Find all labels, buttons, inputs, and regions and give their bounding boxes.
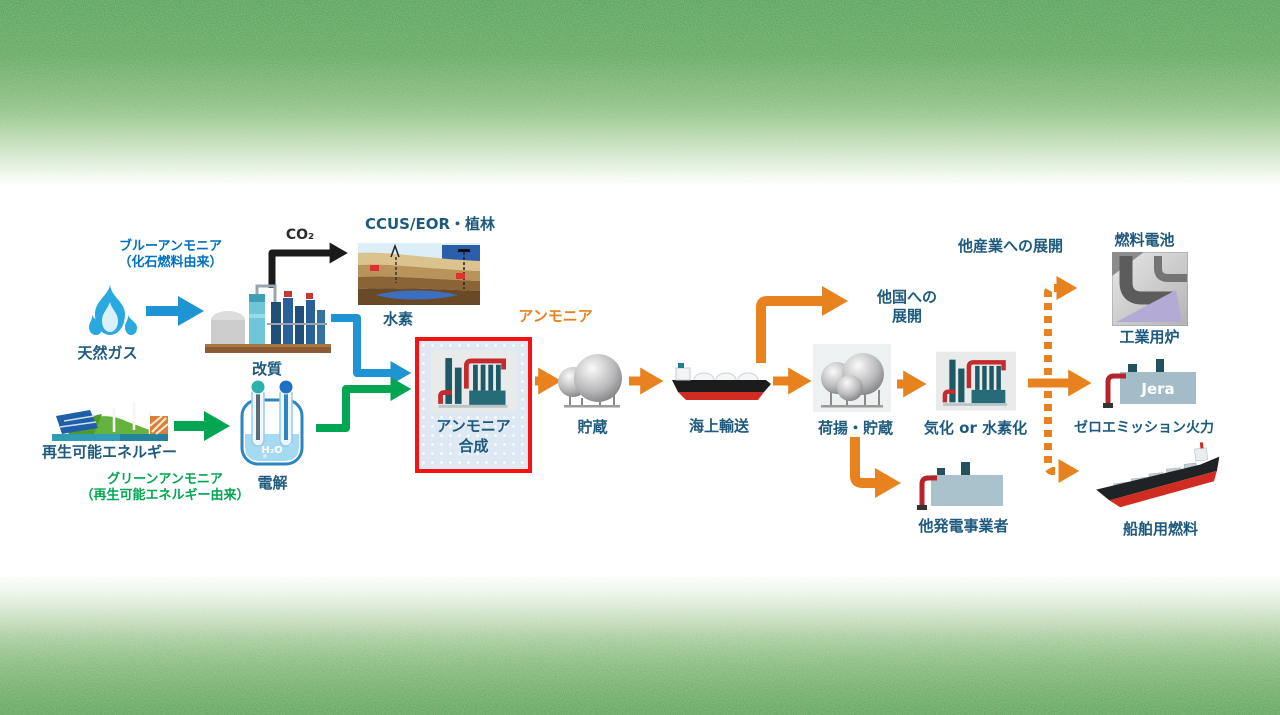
ammonia-label: アンモニア [518, 307, 593, 325]
renewable-energy-icon [52, 391, 169, 441]
ammonia-carrier-ship-icon [672, 363, 771, 400]
dotted-arrow-to-marine-fuel [1044, 391, 1080, 483]
ammonia-synthesis-label: アンモニア 合成 [436, 417, 511, 455]
storage-label: 貯蔵 [577, 418, 608, 436]
grass-band-top [0, 0, 1280, 185]
fuel-ship-drawing [1096, 442, 1220, 508]
reforming-plant-icon [205, 284, 331, 353]
reforming-label: 改質 [251, 360, 282, 378]
industrial-furnace-label: 工業用炉 [1119, 328, 1180, 346]
regasification-plant-icon [936, 351, 1016, 411]
renewable-energy-label: 再生可能エネルギー [41, 443, 177, 461]
other-countries-label: 他国への 展開 [876, 288, 937, 325]
h2o-text: H₂O [261, 445, 282, 456]
jera-logo-text: Jera [1140, 380, 1174, 398]
natural-gas-label: 天然ガス [77, 344, 138, 362]
green-ammonia-caption: グリーンアンモニア （再生可能エネルギー由来） [80, 472, 250, 503]
unloading-storage-tanks-icon [813, 344, 891, 412]
other-industries-label: 他産業への展開 [957, 237, 1063, 255]
co2-label: CO₂ [285, 227, 315, 243]
arrow-branch-other-power-producers [850, 437, 901, 498]
industrial-furnace-image [1112, 252, 1188, 326]
electrolysis-icon: H₂O [240, 379, 304, 466]
blue-ammonia-caption: ブルーアンモニア （化石燃料由来） [118, 239, 223, 270]
jera-power-plant-icon: Jera [1103, 359, 1196, 408]
dotted-arrow-to-other-industries [1044, 276, 1078, 375]
unloading-storage-label: 荷揚・貯蔵 [817, 419, 893, 437]
fuel-cell-label: 燃料電池 [1114, 231, 1175, 249]
ccus-label: CCUS/EOR・植林 [364, 215, 496, 233]
ammonia-synthesis-icon [431, 350, 517, 412]
hydrogen-label: 水素 [382, 310, 413, 328]
arrow-electrolysis-to-synthesis [316, 377, 412, 432]
other-power-producers-label: 他発電事業者 [918, 517, 1009, 535]
natural-gas-flame-icon [89, 282, 137, 335]
fuel-ship-icon [1090, 436, 1228, 513]
ammonia-synthesis-box: アンモニア 合成 [415, 337, 532, 473]
electrolysis-label: 電解 [257, 474, 288, 492]
regasification-label: 気化 or 水素化 [923, 419, 1028, 437]
marine-fuel-label: 船舶用燃料 [1122, 520, 1198, 538]
storage-tank-icon [558, 354, 622, 408]
zero-emission-power-label: ゼロエミッション火力 [1074, 420, 1214, 436]
other-power-producer-icon [917, 462, 1003, 510]
ccus-image [358, 243, 480, 305]
marine-transport-label: 海上輸送 [688, 417, 749, 435]
grass-band-bottom [0, 575, 1280, 715]
